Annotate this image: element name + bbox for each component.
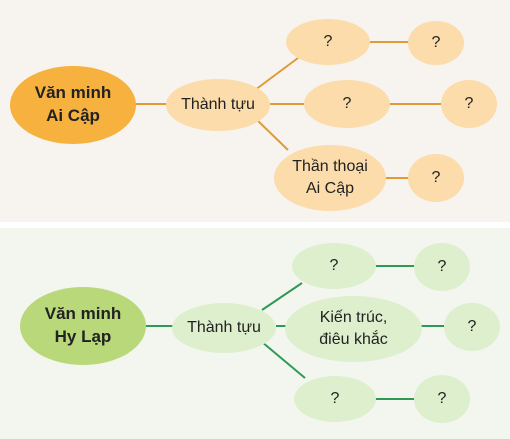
egypt-leaf-2-node: ? [441,80,497,128]
greece-leaf-2-node: ? [444,303,500,351]
greece-root-node: Văn minh Hy Lạp [20,287,146,365]
egypt-hub-branch-1-line [254,57,299,91]
egypt-root-node: Văn minh Ai Cập [10,66,136,144]
greece-hub-branch-3-line [261,341,306,379]
egypt-branch-3-node: Thần thoại Ai Cập [274,145,386,211]
greece-branch-1-node: ? [292,243,376,289]
egypt-hub-branch-3-line [254,117,289,151]
egypt-branch-2-node: ? [304,80,390,128]
egypt-leaf-1-node: ? [408,21,464,65]
egypt-leaf-3-node: ? [408,154,464,202]
greece-leaf-3-node: ? [414,375,470,423]
greece-hub-node: Thành tựu [172,303,276,353]
greece-branch-3-node: ? [294,376,376,422]
greece-leaf-1-node: ? [414,243,470,291]
greece-hub-branch-1-line [261,282,303,311]
egypt-hub-node: Thành tựu [166,79,270,131]
greece-branch-2-node: Kiến trúc, điêu khắc [285,296,422,362]
egypt-branch-1-node: ? [286,19,370,65]
